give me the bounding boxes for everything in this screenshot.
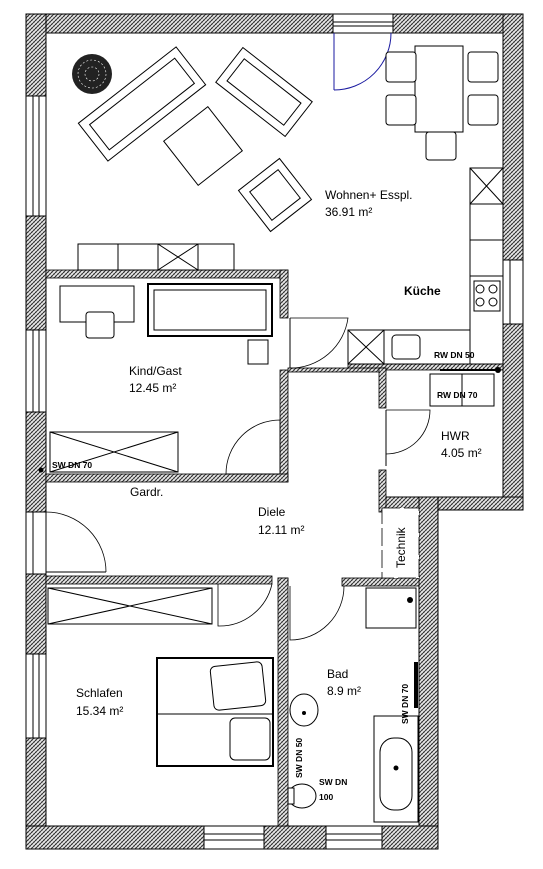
- kitchen-counter: [347, 167, 504, 365]
- inner-walls: [45, 269, 504, 827]
- room-name-diele: Diele: [258, 505, 286, 519]
- label-gardr: Gardr.: [130, 485, 163, 499]
- shelf-units: [77, 243, 235, 271]
- room-area-kind: 12.45 m²: [129, 381, 176, 395]
- label-technik: Technik: [394, 526, 408, 568]
- room-name-kind: Kind/Gast: [129, 364, 182, 378]
- pipe-labels: RW DN 50 RW DN 70 SW DN 70 SW DN 70 SW D…: [52, 350, 478, 802]
- pipe-rw70: RW DN 70: [437, 390, 478, 400]
- room-area-schlafen: 15.34 m²: [76, 704, 123, 718]
- room-name-hwr: HWR: [441, 429, 470, 443]
- hwr-appliances: [429, 367, 501, 407]
- pipe-sw70-bad: SW DN 70: [400, 684, 410, 724]
- pipe-sw50-bad: SW DN 50: [294, 738, 304, 778]
- plant-icon: [72, 54, 112, 94]
- pipe-rw50: RW DN 50: [434, 350, 475, 360]
- room-area-bad: 8.9 m²: [327, 684, 361, 698]
- room-labels: Wohnen+ Esspl. 36.91 m² Kind/Gast 12.45 …: [76, 188, 482, 718]
- kind-furniture: [38, 283, 273, 473]
- room-area-diele: 12.11 m²: [258, 523, 304, 537]
- windows: [25, 13, 524, 850]
- room-name-wohnen: Wohnen+ Esspl.: [325, 188, 413, 202]
- pipe-sw70-kind: SW DN 70: [52, 460, 92, 470]
- room-area-wohnen: 36.91 m²: [325, 205, 372, 219]
- doors: [45, 32, 431, 641]
- room-name-schlafen: Schlafen: [76, 686, 123, 700]
- schlafen-furniture: [47, 587, 274, 767]
- living-furniture: [72, 45, 499, 233]
- room-name-bad: Bad: [327, 667, 348, 681]
- bad-furniture: [287, 587, 419, 823]
- room-area-hwr: 4.05 m²: [441, 446, 482, 460]
- pipe-sw100-line2: 100: [319, 792, 333, 802]
- label-kueche: Küche: [404, 284, 441, 298]
- pipe-sw100-line1: SW DN: [319, 777, 347, 787]
